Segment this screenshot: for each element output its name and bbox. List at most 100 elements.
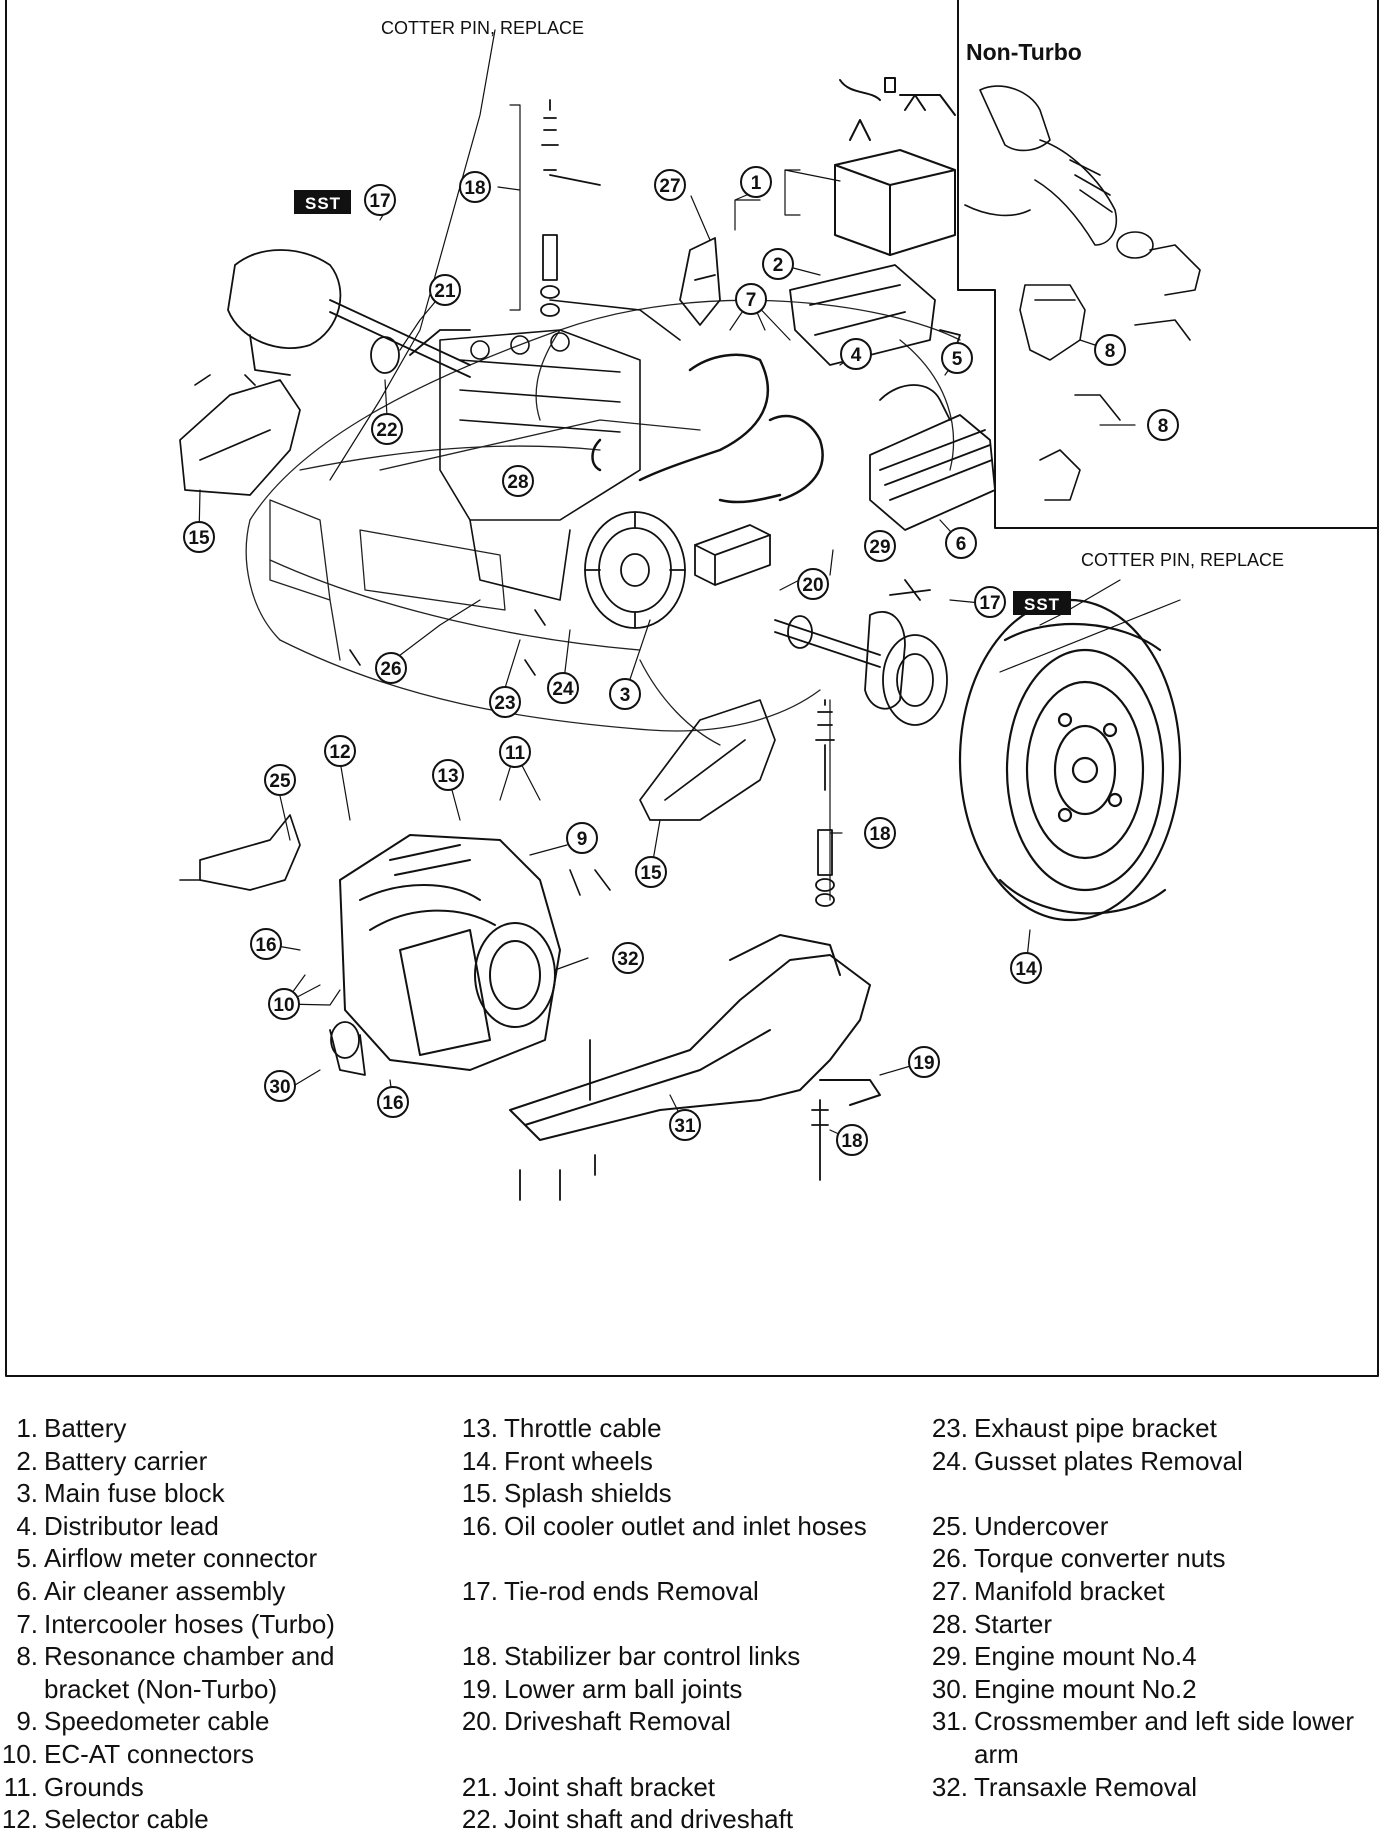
legend-text: Joint shaft and driveshaft: [504, 1804, 794, 1835]
intercooler-hoses: [591, 353, 824, 504]
legend-spacer: [460, 1542, 880, 1575]
crossmember: [509, 934, 881, 1141]
undercover: [199, 814, 301, 891]
callout-number: 32: [617, 949, 638, 970]
legend-number: 5.: [16, 1543, 38, 1574]
legend-text: Main fuse block: [44, 1478, 225, 1509]
legend-spacer: [460, 1608, 880, 1641]
callout-circle: [864, 530, 896, 562]
non-turbo-resonance-chamber: [964, 85, 1201, 501]
legend-text: Distributor lead: [44, 1510, 219, 1541]
legend-item: 7.Intercooler hoses (Turbo): [0, 1608, 420, 1641]
callout-number: 12: [329, 742, 350, 763]
callout-number: 15: [640, 863, 662, 884]
legend-number: 19.: [461, 1673, 498, 1704]
callout-number: 29: [869, 537, 890, 558]
callout-7: 7: [735, 283, 767, 315]
legend-item: 20.Driveshaft Removal: [460, 1705, 880, 1738]
callout-circle: [945, 527, 977, 559]
legend-item: 30.Engine mount No.2: [930, 1673, 1370, 1706]
callout-26: 26: [375, 652, 407, 684]
legend-item: 3.Main fuse block: [0, 1477, 420, 1510]
callout-circle: [654, 169, 686, 201]
callout-circle: [740, 166, 772, 198]
transaxle: [339, 834, 561, 1071]
engine-block: [439, 299, 681, 601]
callout-circle: [836, 1124, 868, 1156]
legend-number: 22.: [461, 1804, 498, 1835]
legend-item: 8.Resonance chamber and bracket (Non-Tur…: [0, 1640, 420, 1705]
legend-item: 28.Starter: [930, 1608, 1370, 1641]
engine-mount-2: [329, 1021, 366, 1076]
battery: [834, 77, 956, 256]
callout-circle: [612, 942, 644, 974]
callout-number: 31: [674, 1116, 696, 1137]
legend-item: 2.Battery carrier: [0, 1445, 420, 1478]
callout-2: 2: [762, 248, 794, 280]
legend-number: 7.: [16, 1608, 38, 1639]
legend-item: 18.Stabilizer bar control links: [460, 1640, 880, 1673]
non-turbo-title: Non-Turbo: [966, 39, 1082, 65]
callout-10: 10: [268, 988, 300, 1020]
flywheel: [584, 511, 686, 629]
legend-item: 21.Joint shaft bracket: [460, 1771, 880, 1804]
callout-15: 15: [635, 856, 667, 888]
legend-number: 30.: [931, 1673, 968, 1704]
legend-number: 27.: [931, 1575, 968, 1606]
legend-number: 16.: [461, 1510, 498, 1541]
callout-circle: [268, 988, 300, 1020]
cotter-pin-label-right: COTTER PIN, REPLACE: [1081, 550, 1284, 570]
legend-item: 32.Transaxle Removal: [930, 1771, 1370, 1804]
callout-16: 16: [377, 1086, 409, 1118]
callout-circle: [377, 1086, 409, 1118]
battery-carrier: [789, 264, 936, 366]
callout-circle: [840, 338, 872, 370]
callout-circle: [762, 248, 794, 280]
callout-circle: [489, 686, 521, 718]
legend-item: 6.Air cleaner assembly: [0, 1575, 420, 1608]
callout-circle: [264, 1070, 296, 1102]
sst-badge-right: SST: [1013, 591, 1071, 615]
legend-number: 17.: [461, 1575, 498, 1606]
legend-text: EC-AT connectors: [44, 1738, 255, 1769]
callout-circle: [735, 283, 767, 315]
svg-text:SST: SST: [1024, 595, 1060, 614]
legend-text: Selector cable: [44, 1804, 209, 1835]
callout-8: 8: [1147, 409, 1179, 441]
callout-number: 2: [773, 255, 784, 276]
callout-number: 1: [751, 173, 762, 194]
callout-number: 7: [746, 290, 757, 311]
manifold-bracket: [679, 237, 721, 326]
callout-17: 17: [364, 184, 396, 216]
joint-shaft: [227, 249, 471, 378]
callout-number: 23: [494, 693, 515, 714]
callout-number: 16: [255, 935, 276, 956]
callout-circle: [432, 759, 464, 791]
callout-circle: [547, 672, 579, 704]
callout-circle: [908, 1046, 940, 1078]
legend-number: 3.: [16, 1478, 38, 1509]
callout-circle: [371, 413, 403, 445]
legend-text: Splash shields: [504, 1478, 672, 1509]
callout-11: 11: [499, 736, 531, 768]
callout-number: 3: [620, 685, 631, 706]
splash-shield-left: [179, 379, 301, 496]
callout-number: 8: [1105, 341, 1116, 362]
legend-item: 19.Lower arm ball joints: [460, 1673, 880, 1706]
legend-item: 14.Front wheels: [460, 1445, 880, 1478]
callout-24: 24: [547, 672, 579, 704]
callout-12: 12: [324, 735, 356, 767]
callout-16: 16: [250, 928, 282, 960]
legend-number: 14.: [461, 1445, 498, 1476]
air-cleaner: [869, 329, 996, 531]
callout-number: 28: [507, 472, 528, 493]
legend-text: Lower arm ball joints: [504, 1673, 743, 1704]
sst-badge-top: SST: [294, 190, 351, 214]
legend-text: Battery: [44, 1413, 127, 1443]
callout-circle: [669, 1109, 701, 1141]
callout-27: 27: [654, 169, 686, 201]
callout-number: 27: [659, 176, 680, 197]
legend-item: 26.Torque converter nuts: [930, 1542, 1370, 1575]
callout-15: 15: [183, 521, 215, 553]
